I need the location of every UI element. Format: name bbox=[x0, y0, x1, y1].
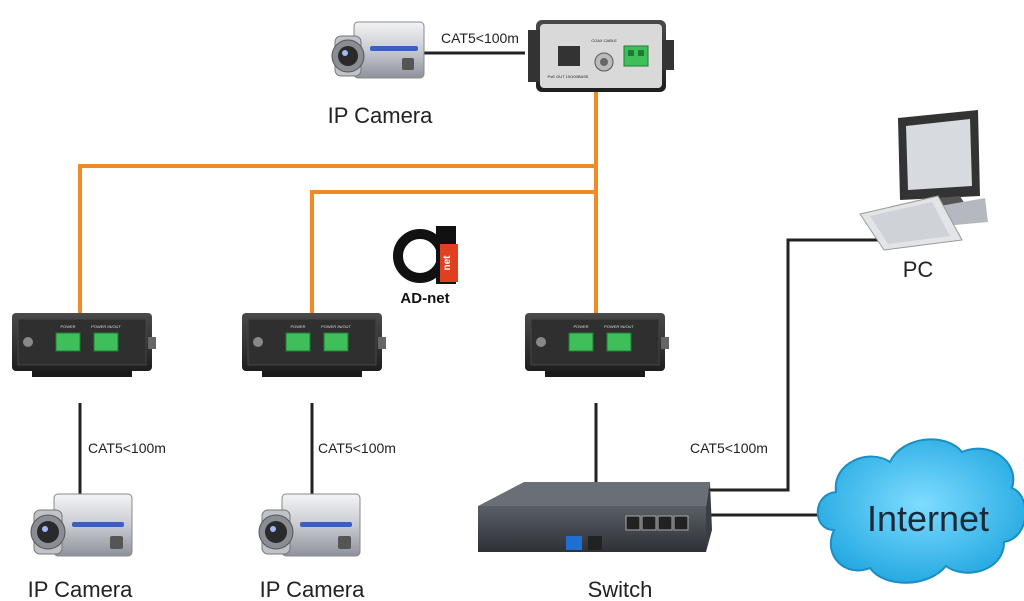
camera-1-label: IP Camera bbox=[28, 577, 134, 601]
camera-top bbox=[331, 21, 425, 79]
camera-2-label: IP Camera bbox=[260, 577, 366, 601]
power-text-1a: POWER bbox=[60, 324, 75, 329]
coax-converter-3: POWER POWER IN/OUT bbox=[525, 313, 669, 377]
power-text-2a: POWER bbox=[290, 324, 305, 329]
power-text-2b: POWER IN/OUT bbox=[321, 324, 351, 329]
power-text-1b: POWER IN/OUT bbox=[91, 324, 121, 329]
cable-label-top: CAT5<100m bbox=[441, 30, 519, 46]
cable-label-cam1: CAT5<100m bbox=[88, 440, 166, 456]
camera-top-label: IP Camera bbox=[328, 103, 434, 128]
coax-converter-1: POWER POWER IN/OUT bbox=[12, 313, 156, 377]
internet-cloud bbox=[816, 438, 1024, 584]
network-switch bbox=[478, 482, 712, 552]
switch-ports bbox=[625, 515, 689, 531]
power-text-3a: POWER bbox=[573, 324, 588, 329]
switch-label: Switch bbox=[588, 577, 653, 601]
poe-out-text: PoE OUT 10/100BASE bbox=[547, 74, 588, 79]
logo-name: AD-net bbox=[400, 290, 449, 307]
camera-1 bbox=[30, 493, 133, 557]
coax-lines bbox=[78, 88, 598, 313]
logo-mark: net bbox=[442, 255, 453, 271]
camera-2 bbox=[258, 493, 361, 557]
ethernet-lines bbox=[78, 51, 888, 517]
adnet-logo: net AD-net bbox=[393, 226, 458, 307]
power-text-3b: POWER IN/OUT bbox=[604, 324, 634, 329]
internet-label: Internet bbox=[867, 498, 989, 539]
coax-cable-text: COAX CABLE bbox=[591, 38, 617, 43]
cable-label-cam2: CAT5<100m bbox=[318, 440, 396, 456]
coax-converter-2: POWER POWER IN/OUT bbox=[242, 313, 386, 377]
coax-line-middle bbox=[310, 190, 596, 313]
coax-converter-top: PoE OUT 10/100BASE COAX CABLE bbox=[528, 20, 674, 92]
cable-label-pc: CAT5<100m bbox=[690, 440, 768, 456]
ethernet-line-pc bbox=[672, 238, 888, 492]
pc-label: PC bbox=[903, 257, 934, 282]
coax-line-left bbox=[78, 164, 596, 313]
pc bbox=[859, 110, 988, 251]
